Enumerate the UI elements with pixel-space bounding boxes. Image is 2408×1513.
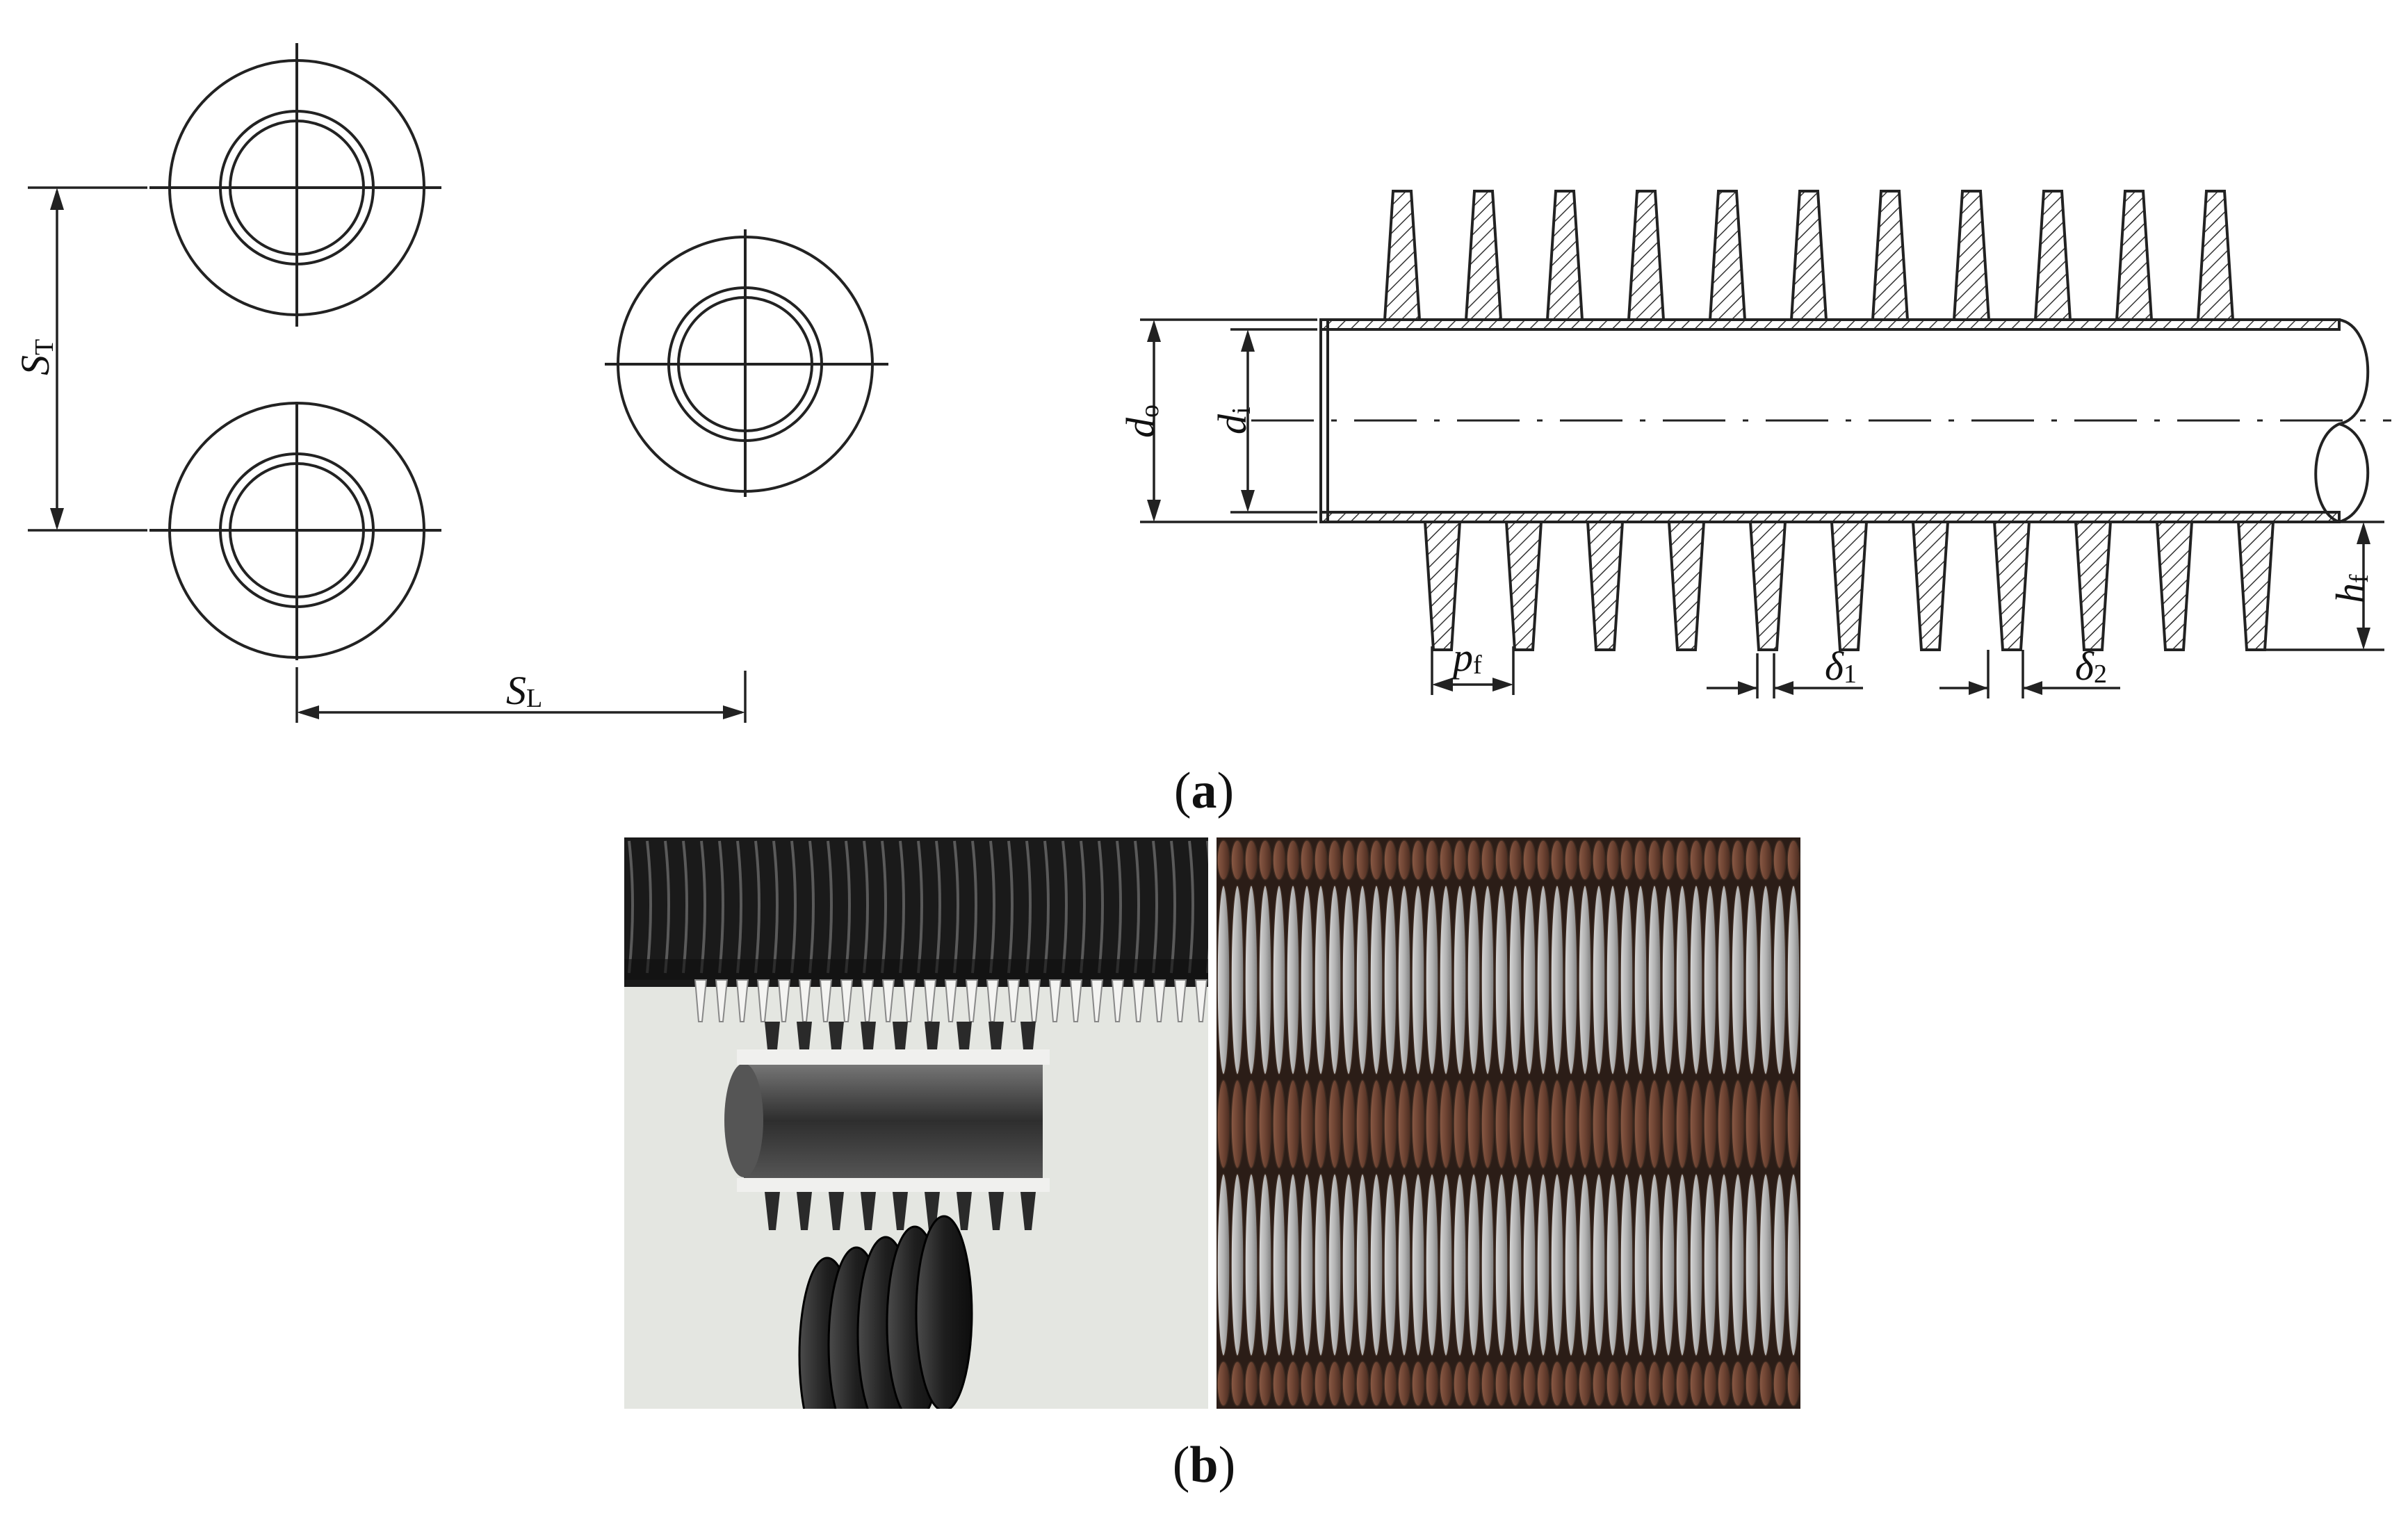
photo-finned-tube-bank bbox=[1217, 837, 1800, 1409]
sl-label: SL bbox=[506, 668, 542, 713]
fin-bottom bbox=[1748, 521, 1787, 651]
pf-dimension bbox=[1431, 646, 1515, 695]
tube-arrangement-diagram bbox=[28, 43, 888, 723]
delta1-label: δ1 bbox=[1825, 644, 1857, 689]
st-label: ST bbox=[13, 339, 59, 375]
sl-dimension bbox=[295, 667, 747, 723]
fin-bottom bbox=[1911, 521, 1950, 651]
delta1-dimension bbox=[1707, 653, 1863, 698]
tube-cross-section-bottom-left bbox=[149, 402, 441, 660]
fin-bottom bbox=[2155, 521, 2194, 651]
fin-top bbox=[1627, 190, 1666, 321]
fin-bottom bbox=[1504, 521, 1543, 651]
tube-wall-top bbox=[1319, 318, 2341, 331]
tube-cross-section-staggered bbox=[605, 229, 888, 497]
fin-top bbox=[1383, 190, 1422, 321]
photo-cut-tube-sample bbox=[624, 837, 1208, 1409]
fin-top bbox=[1464, 190, 1503, 321]
delta2-label: δ2 bbox=[2075, 644, 2107, 689]
fin-bottom bbox=[1992, 521, 2031, 651]
fin-bottom bbox=[1586, 521, 1625, 651]
pf-label: pf bbox=[1450, 635, 1482, 680]
fin-top bbox=[2033, 190, 2072, 321]
do-dimension bbox=[1140, 318, 1317, 523]
caption-b: (b) bbox=[1173, 1437, 1235, 1494]
fin-top bbox=[1789, 190, 1828, 321]
fin-bottom bbox=[1423, 521, 1462, 651]
fin-bottom bbox=[2236, 521, 2275, 651]
tube-cross-section-top-left bbox=[149, 43, 441, 327]
fin-top bbox=[2196, 190, 2235, 321]
di-label: di bbox=[1210, 407, 1256, 434]
finned-tube-section bbox=[1140, 190, 2391, 698]
fins-top-row bbox=[1383, 190, 2235, 321]
fin-top bbox=[1708, 190, 1747, 321]
di-dimension bbox=[1230, 328, 1317, 514]
tube-wall-bottom bbox=[1319, 511, 2341, 523]
fin-top bbox=[2115, 190, 2154, 321]
fin-bottom bbox=[2074, 521, 2113, 651]
delta2-dimension bbox=[1939, 650, 2120, 698]
fins-bottom-row bbox=[1423, 521, 2275, 651]
fin-bottom bbox=[1830, 521, 1869, 651]
fin-top bbox=[1871, 190, 1910, 321]
do-label: do bbox=[1118, 404, 1164, 438]
fin-top bbox=[1545, 190, 1584, 321]
fin-bottom bbox=[1667, 521, 1706, 651]
hf-dimension bbox=[2259, 521, 2384, 651]
caption-a: (a) bbox=[1174, 762, 1234, 819]
fin-top bbox=[1952, 190, 1991, 321]
hf-label: hf bbox=[2327, 574, 2374, 603]
st-dimension bbox=[28, 186, 147, 532]
